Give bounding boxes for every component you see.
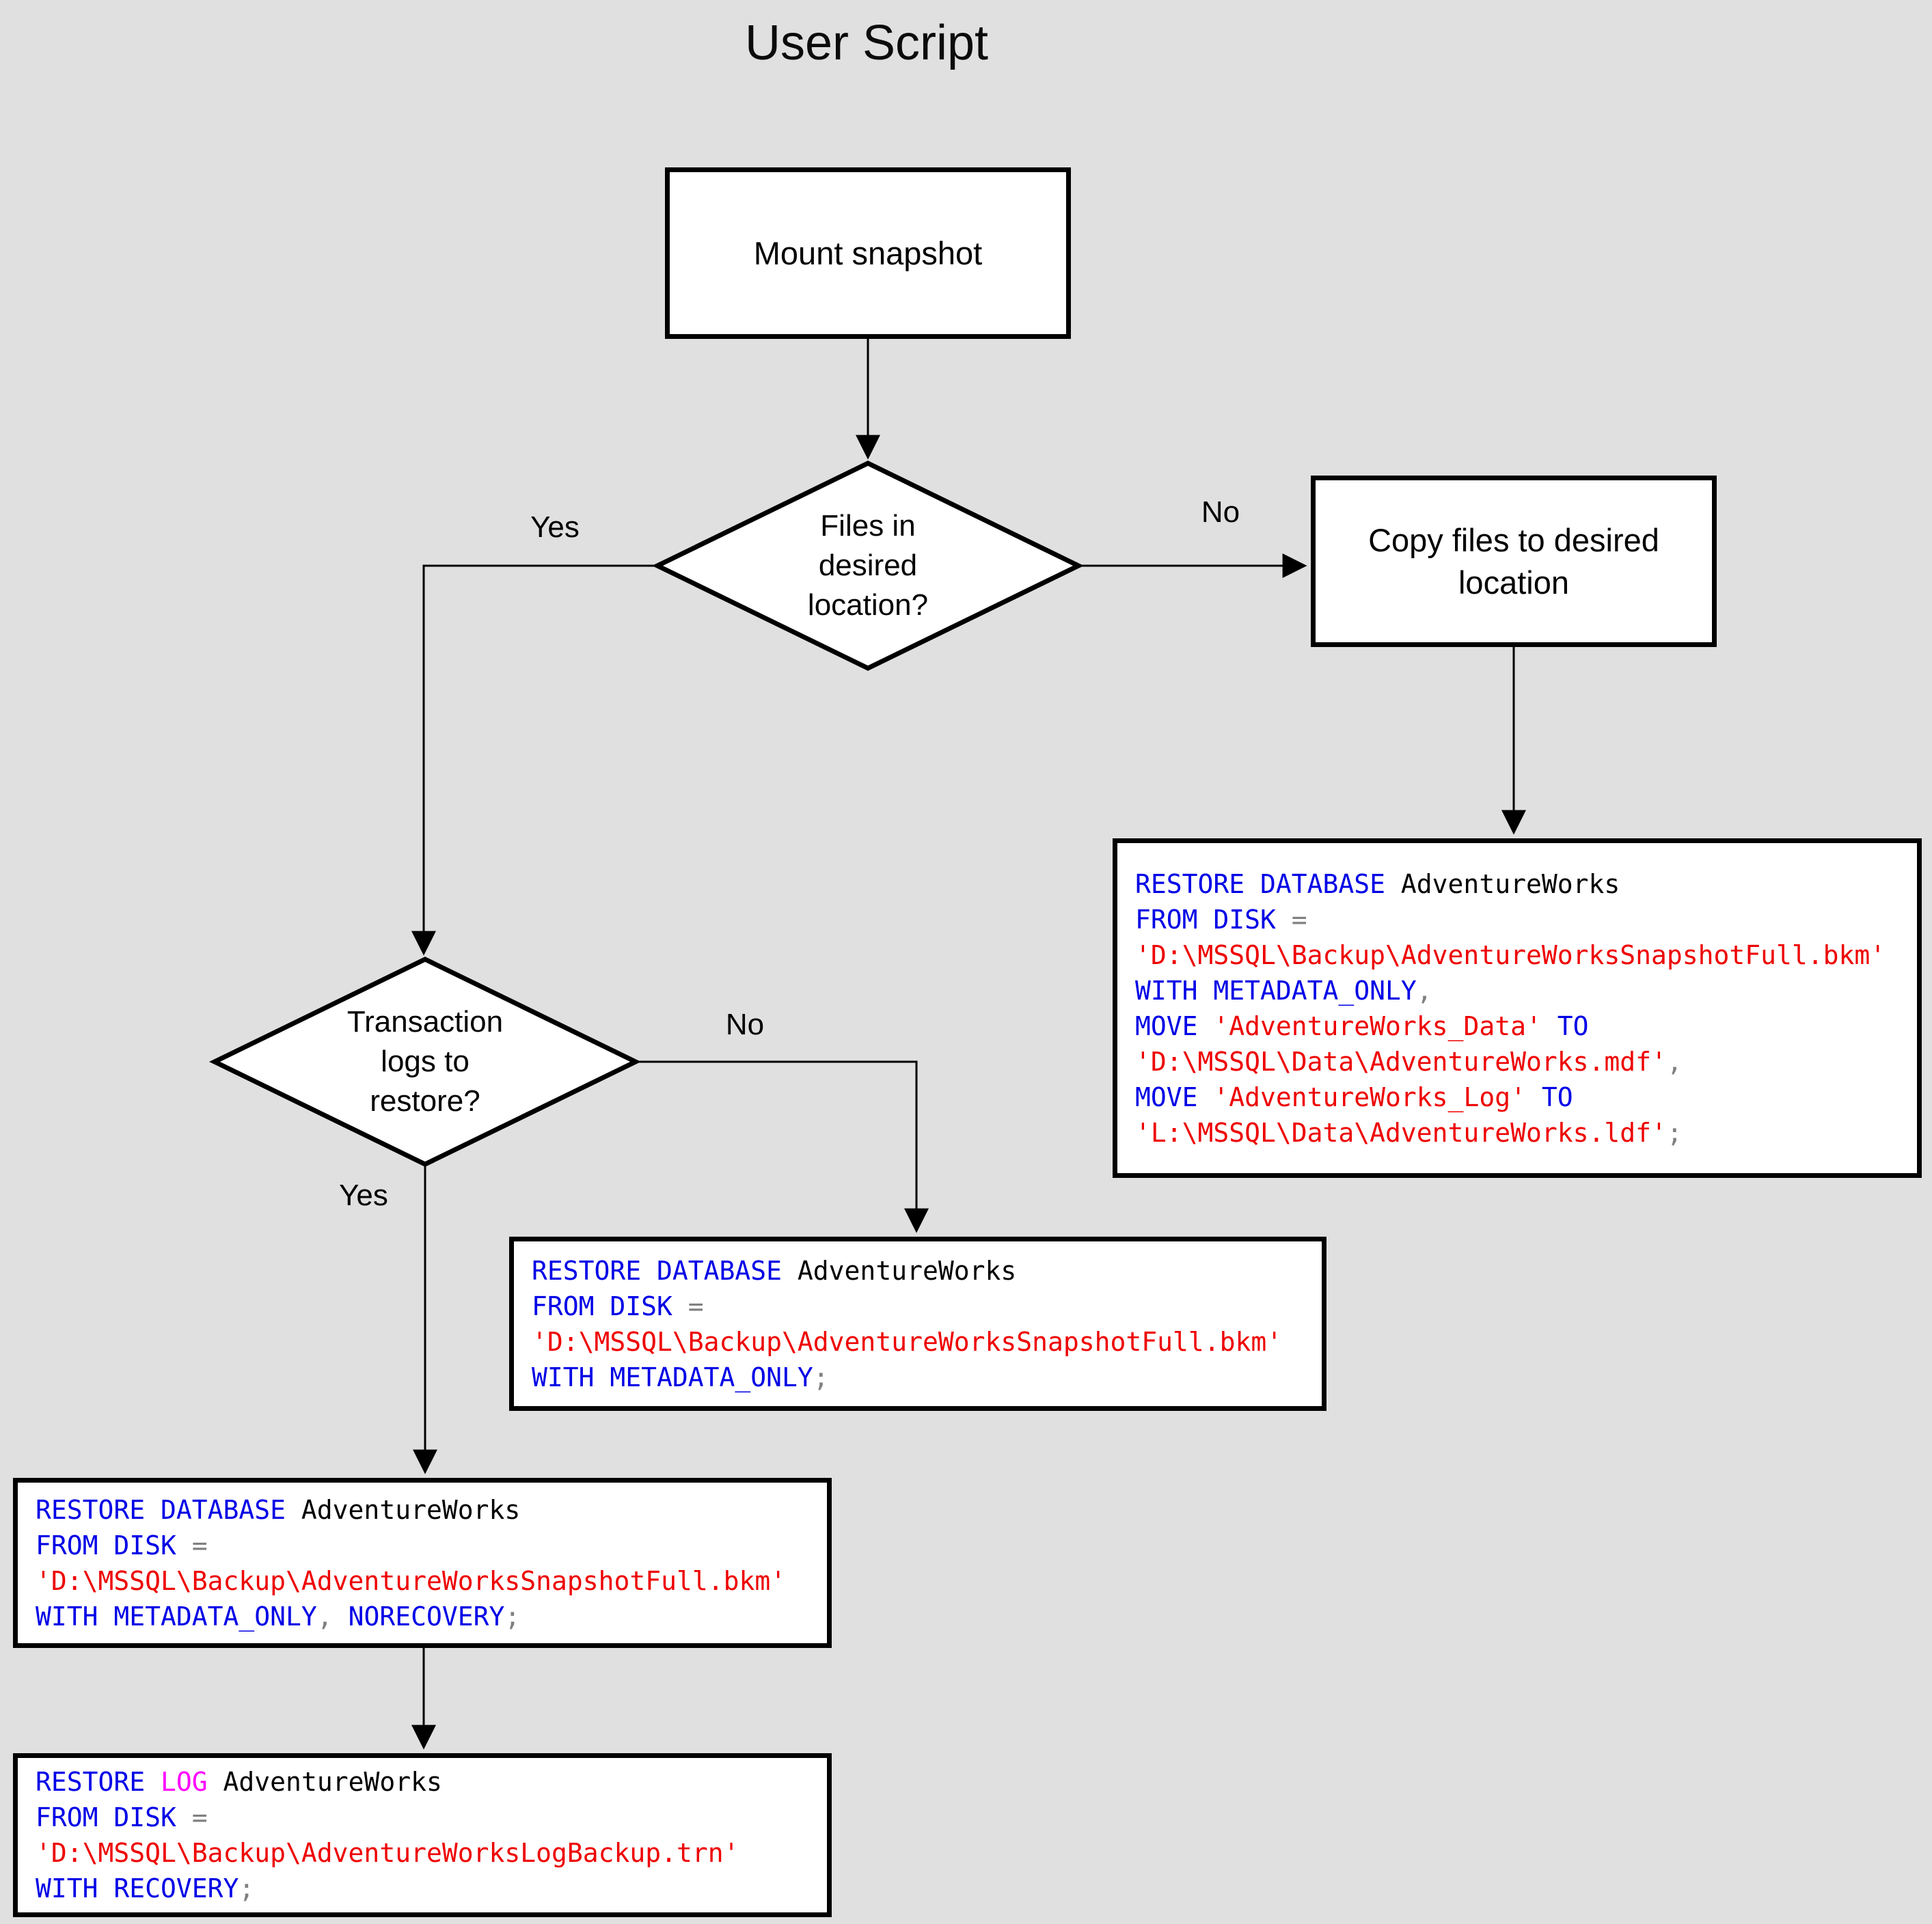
- decision-transaction-logs-shape: [209, 957, 641, 1167]
- node-copy-files-label: Copy files to desired location: [1368, 522, 1659, 601]
- decision-transaction-logs-label: Transaction logs to restore?: [346, 1004, 504, 1118]
- edge-label-logs-yes: Yes: [339, 1179, 388, 1212]
- edge-label-files-yes: Yes: [530, 510, 580, 544]
- edge-logs-no-to-metadata-code: [636, 1060, 929, 1233]
- decision-files-in-location-label: Files in desired location?: [807, 508, 929, 622]
- page-title: User Script: [744, 16, 989, 70]
- edge-label-logs-no: No: [725, 1008, 765, 1041]
- node-mount-snapshot: Mount snapshot: [665, 167, 1071, 339]
- edge-files-yes-to-logs-decision: [411, 564, 657, 956]
- decision-files-in-location-shape: [652, 461, 1084, 671]
- node-mount-snapshot-label: Mount snapshot: [753, 234, 983, 271]
- node-copy-files: Copy files to desired location: [1311, 476, 1717, 647]
- edge-label-files-no: No: [1201, 495, 1240, 529]
